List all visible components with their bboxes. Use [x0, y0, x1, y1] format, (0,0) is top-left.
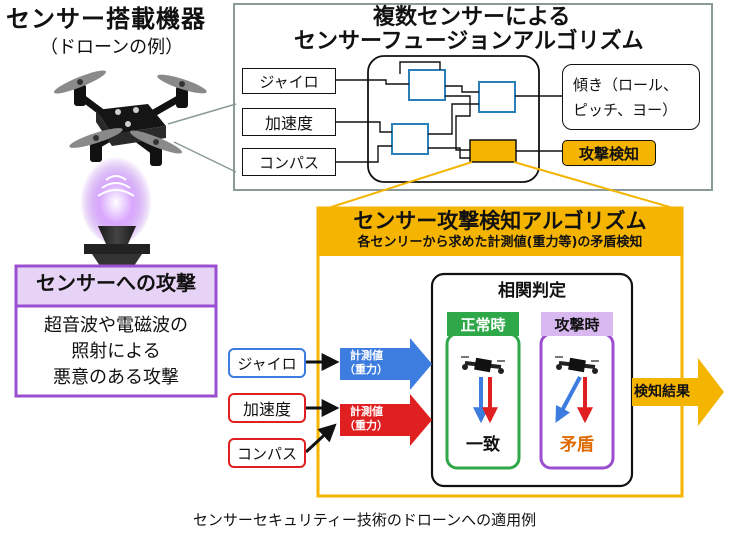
fusion-node: [391, 123, 429, 155]
contradiction-label: 矛盾: [560, 435, 594, 455]
small-drone-icon: [461, 356, 505, 374]
fusion-attack-detect: 攻撃検知: [562, 140, 656, 166]
figure-caption: センサーセキュリティー技術のドローンへの適用例: [192, 511, 537, 529]
sensor-arrow: [304, 423, 337, 454]
fusion-algorithm-block: [367, 55, 540, 183]
fusion-attack-detect-label: 攻撃検知: [578, 144, 639, 163]
measure-arrow-red: [340, 394, 432, 446]
result-arrow: [632, 358, 724, 426]
drone-illustration: [53, 70, 207, 266]
measure-sub-red: （重力）: [344, 419, 388, 432]
sensor-box-compass: コンパス: [228, 438, 306, 468]
normal-label: 正常時: [447, 312, 519, 336]
measure-label-blue: 計測値: [350, 349, 383, 362]
attack-body-box: [14, 304, 218, 398]
drone-panel-subtitle: （ドローンの例）: [40, 37, 184, 58]
fusion-title-line1: 複数センサーによる: [373, 5, 571, 30]
fusion-output-tilt: 傾き（ロール、 ピッチ、ヨー）: [562, 64, 700, 130]
measure-label-red: 計測値: [350, 405, 383, 418]
sensor-box-gyro: ジャイロ: [228, 348, 306, 378]
match-label: 一致: [466, 435, 500, 455]
connector-line: [167, 103, 237, 125]
attack-body-line: 照射による: [71, 341, 161, 362]
gravity-arrow-blue: [555, 376, 582, 423]
fusion-output-line2: ピッチ、ヨー）: [573, 101, 678, 119]
fusion-output-line1: 傾き（ロール、: [573, 76, 679, 94]
fusion-input-label: 加速度: [264, 114, 313, 133]
sensor-label: 加速度: [242, 400, 291, 419]
fusion-node: [408, 69, 446, 101]
fusion-input-compass: コンパス: [242, 148, 336, 176]
correlation-title: 相関判定: [498, 281, 566, 301]
detection-title: センサー攻撃検知アルゴリズム: [353, 209, 647, 233]
attack-title: センサーへの攻撃: [36, 271, 196, 295]
zoom-line: [513, 161, 681, 211]
small-drone-icon: [555, 356, 599, 374]
result-label: 検知結果: [634, 384, 690, 400]
attack-body-line: 悪意のある攻撃: [53, 367, 179, 388]
detection-subtitle: 各センリーから求めた計測値(重力等)の矛盾検知: [357, 235, 643, 250]
fusion-input-label: ジャイロ: [259, 72, 319, 91]
attack-detect-node: [469, 139, 517, 163]
fusion-node: [478, 81, 516, 113]
attack-label: 攻撃時: [541, 312, 613, 336]
fusion-wiring: [336, 61, 562, 163]
attack-title-box: [14, 264, 218, 308]
fusion-title-line2: センサーフュージョンアルゴリズム: [294, 29, 644, 54]
connector-line: [173, 141, 237, 173]
fusion-input-accel: 加速度: [242, 108, 336, 136]
fusion-input-label: コンパス: [258, 153, 319, 172]
sensor-label: コンパス: [236, 444, 297, 463]
measure-sub-blue: （重力）: [344, 363, 388, 376]
fusion-input-gyro: ジャイロ: [242, 68, 336, 94]
zoom-line: [321, 161, 473, 211]
drone-panel-title: センサー搭載機器: [6, 5, 206, 33]
detection-header: [318, 208, 682, 256]
sensor-label: ジャイロ: [237, 354, 297, 373]
measure-arrow-blue: [340, 338, 432, 390]
attack-label-text: 攻撃時: [554, 315, 600, 334]
sensor-box-accel: 加速度: [228, 393, 306, 423]
attack-body-line: 超音波や電磁波の: [44, 315, 188, 336]
normal-label-text: 正常時: [460, 315, 506, 334]
